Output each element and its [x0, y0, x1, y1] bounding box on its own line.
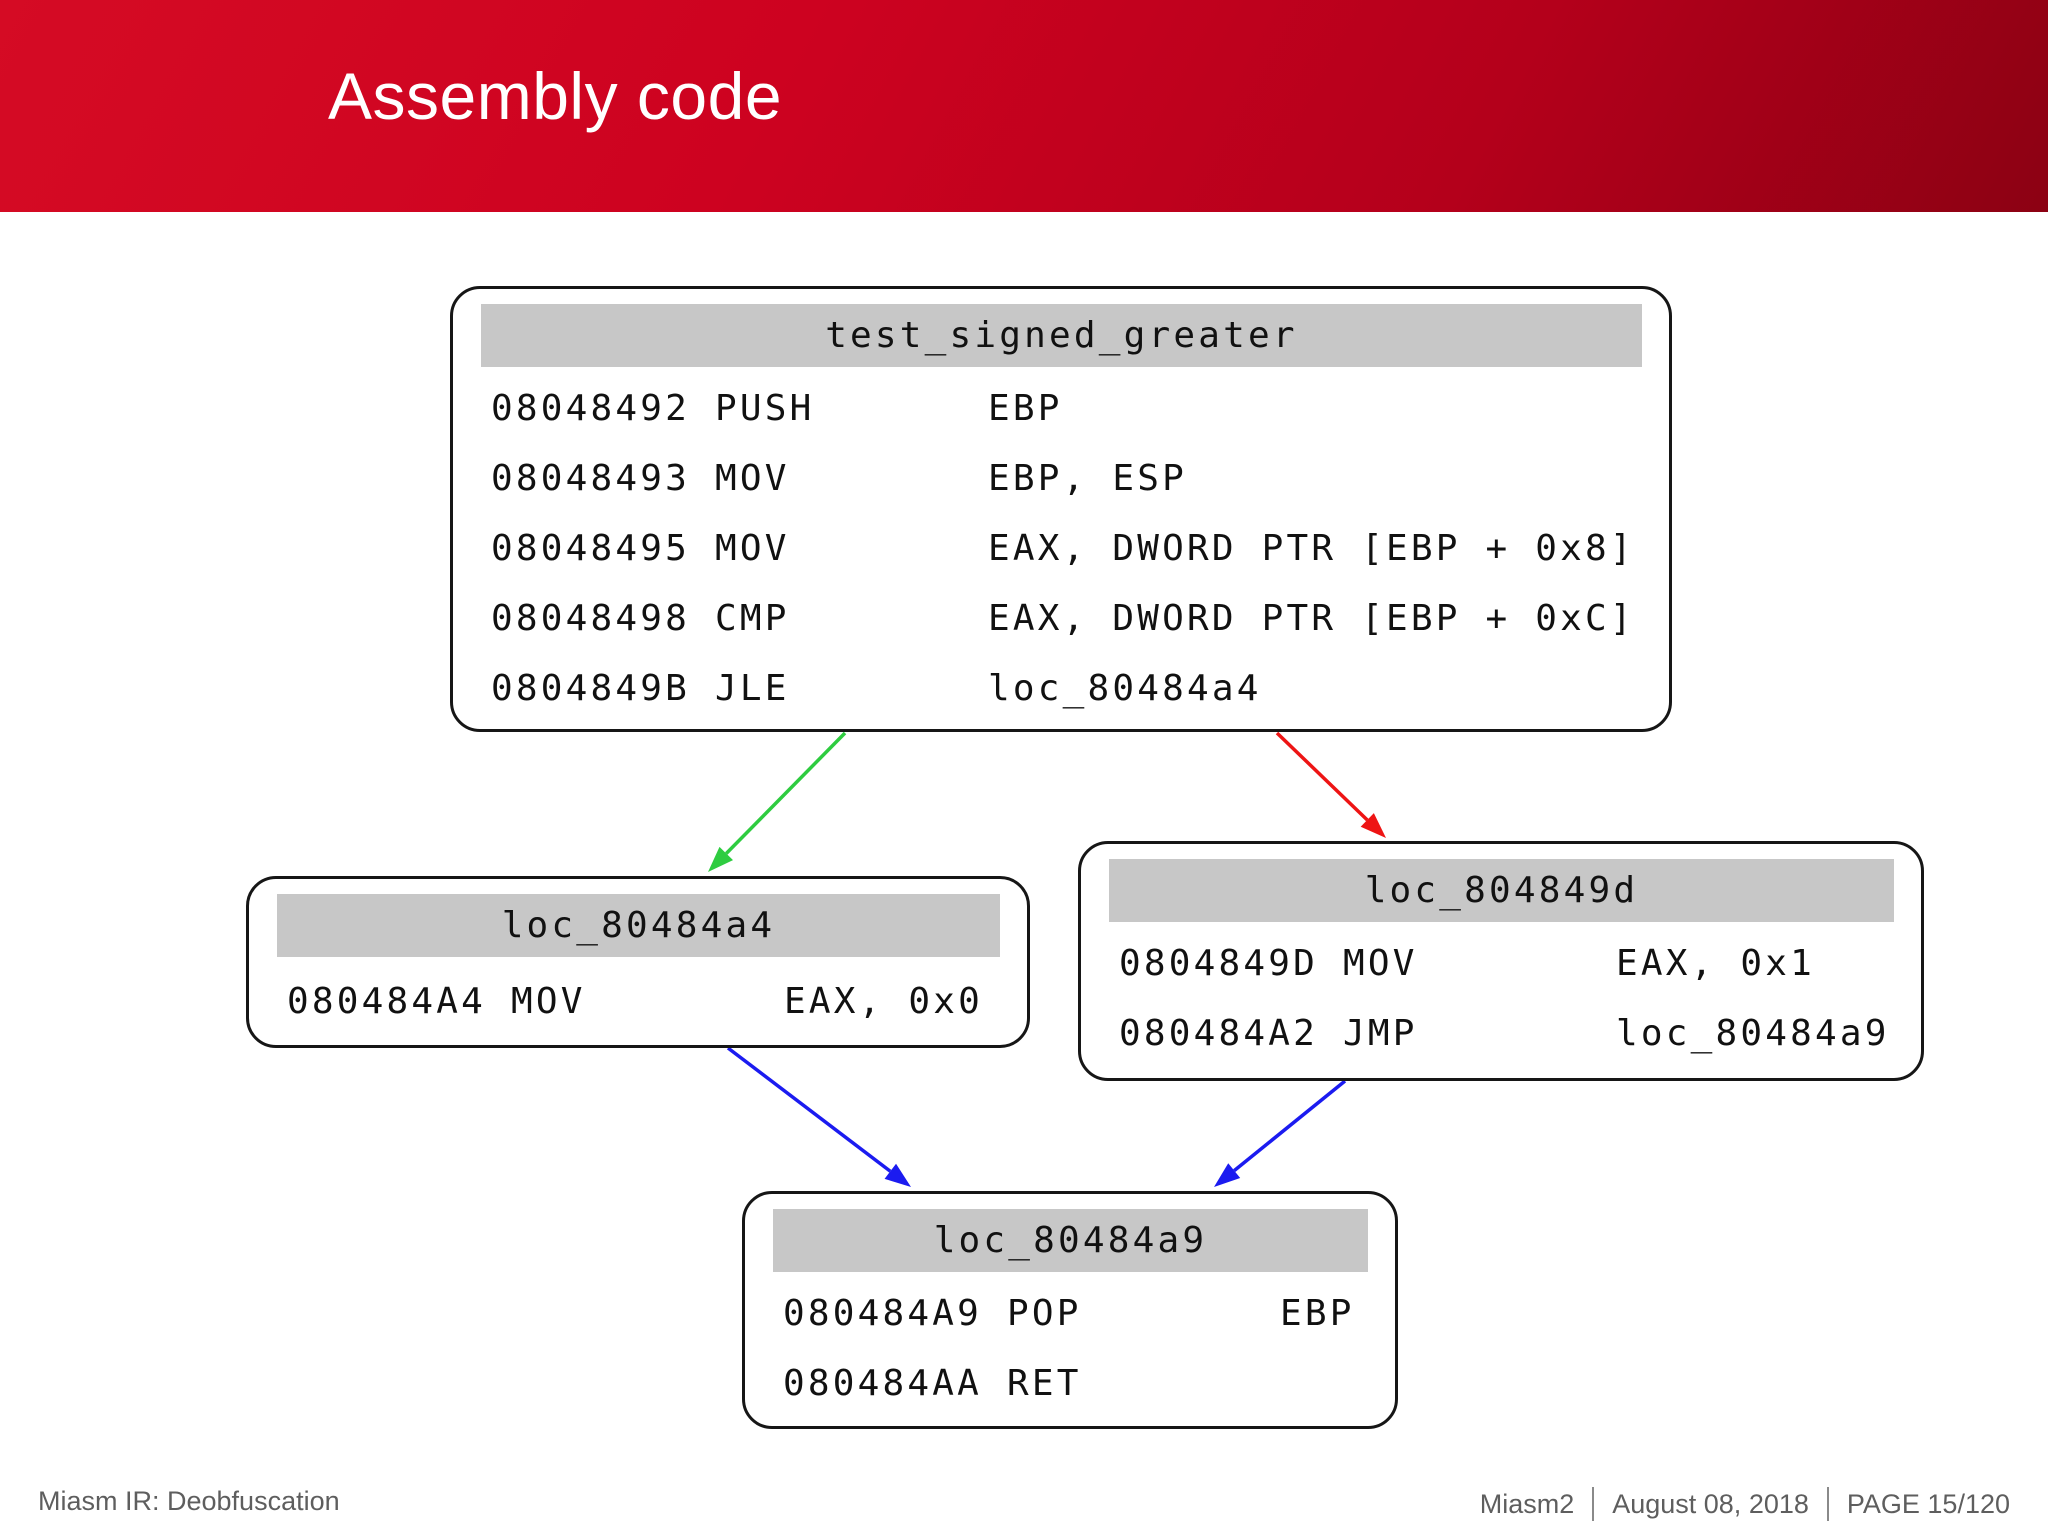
footer-project: Miasm2	[1479, 1488, 1575, 1519]
asm-mnemonic: JMP	[1343, 1012, 1418, 1054]
asm-mnemonic: PUSH	[715, 387, 815, 429]
edge-line-false-branch	[1275, 731, 1369, 822]
asm-mnemonic: MOV	[511, 980, 586, 1022]
asm-mnemonic: MOV	[715, 457, 790, 499]
asm-row: 0804849B JLE loc_80484a4	[491, 653, 1643, 723]
header-band: Assembly code	[0, 0, 2048, 212]
block-title: loc_804849d	[1109, 859, 1894, 922]
asm-mnemonic: CMP	[715, 597, 790, 639]
asm-operands: loc_80484a4	[988, 667, 1262, 709]
asm-operands: EBP, ESP	[988, 457, 1187, 499]
slide-title: Assembly code	[328, 59, 783, 133]
asm-address: 08048493	[491, 457, 690, 499]
footer-page-number: PAGE 15/120	[1846, 1488, 2010, 1519]
asm-operands: EAX, 0x1	[1616, 942, 1815, 984]
asm-operands: EBP	[988, 387, 1063, 429]
footer-right: Miasm2 August 08, 2018 PAGE 15/120	[1480, 1482, 2010, 1526]
block-loc-804849d: loc_804849d 0804849D MOV EAX, 0x1 080484A2…	[1078, 841, 1924, 1081]
block-rows: 080484A9 POP EBP 080484AA RET	[783, 1278, 1369, 1418]
asm-mnemonic: POP	[1007, 1292, 1082, 1334]
block-loc-80484a4: loc_80484a4 080484A4 MOV EAX, 0x0	[246, 876, 1030, 1048]
block-rows: 080484A4 MOV EAX, 0x0	[287, 963, 1001, 1039]
asm-address: 080484AA	[783, 1362, 982, 1404]
asm-row: 08048492 PUSH EBP	[491, 373, 1643, 443]
asm-row: 080484A4 MOV EAX, 0x0	[287, 963, 1001, 1039]
footer-date: August 08, 2018	[1612, 1488, 1809, 1519]
asm-address: 080484A4	[287, 980, 486, 1022]
asm-mnemonic: RET	[1007, 1362, 1082, 1404]
block-loc-80484a9: loc_80484a9 080484A9 POP EBP 080484AA RET	[742, 1191, 1398, 1429]
asm-operands: EAX, DWORD PTR [EBP + 0xC]	[988, 597, 1635, 639]
block-title: loc_80484a9	[773, 1209, 1368, 1272]
edge-arrowhead-false-branch	[1360, 813, 1386, 838]
asm-operands: EAX, 0x0	[784, 980, 983, 1022]
asm-row: 080484AA RET	[783, 1348, 1369, 1418]
asm-row: 08048495 MOV EAX, DWORD PTR [EBP + 0x8]	[491, 513, 1643, 583]
asm-operands: loc_80484a9	[1616, 1012, 1890, 1054]
block-title: test_signed_greater	[481, 304, 1642, 367]
footer-separator	[1826, 1487, 1829, 1521]
asm-row: 080484A9 POP EBP	[783, 1278, 1369, 1348]
asm-row: 08048498 CMP EAX, DWORD PTR [EBP + 0xC]	[491, 583, 1643, 653]
asm-operands: EAX, DWORD PTR [EBP + 0x8]	[988, 527, 1635, 569]
asm-address: 08048495	[491, 527, 690, 569]
asm-mnemonic: JLE	[715, 667, 790, 709]
edge-arrowhead-true-branch	[708, 846, 734, 872]
edge-arrowhead-jump-right	[1214, 1163, 1241, 1187]
edge-line-jump-right	[1233, 1079, 1347, 1173]
asm-mnemonic: MOV	[1343, 942, 1418, 984]
footer: Miasm IR: Deobfuscation Miasm2 August 08…	[0, 1482, 2048, 1526]
asm-address: 080484A9	[783, 1292, 982, 1334]
asm-address: 0804849B	[491, 667, 690, 709]
edge-line-true-branch	[725, 731, 847, 855]
block-title: loc_80484a4	[277, 894, 1000, 957]
asm-operands: EBP	[1280, 1292, 1355, 1334]
footer-separator	[1592, 1487, 1595, 1521]
edge-arrowhead-fallthrough-left	[884, 1163, 911, 1187]
asm-address: 0804849D	[1119, 942, 1318, 984]
edge-line-fallthrough-left	[726, 1046, 892, 1173]
asm-row: 080484A2 JMP loc_80484a9	[1119, 998, 1895, 1068]
footer-left-text: Miasm IR: Deobfuscation	[38, 1486, 340, 1516]
asm-row: 0804849D MOV EAX, 0x1	[1119, 928, 1895, 998]
block-test-signed-greater: test_signed_greater 08048492 PUSH EBP 0804…	[450, 286, 1672, 732]
asm-row: 08048493 MOV EBP, ESP	[491, 443, 1643, 513]
asm-address: 08048492	[491, 387, 690, 429]
asm-address: 08048498	[491, 597, 690, 639]
asm-address: 080484A2	[1119, 1012, 1318, 1054]
asm-mnemonic: MOV	[715, 527, 790, 569]
block-rows: 0804849D MOV EAX, 0x1 080484A2 JMP loc_80484…	[1119, 928, 1895, 1068]
